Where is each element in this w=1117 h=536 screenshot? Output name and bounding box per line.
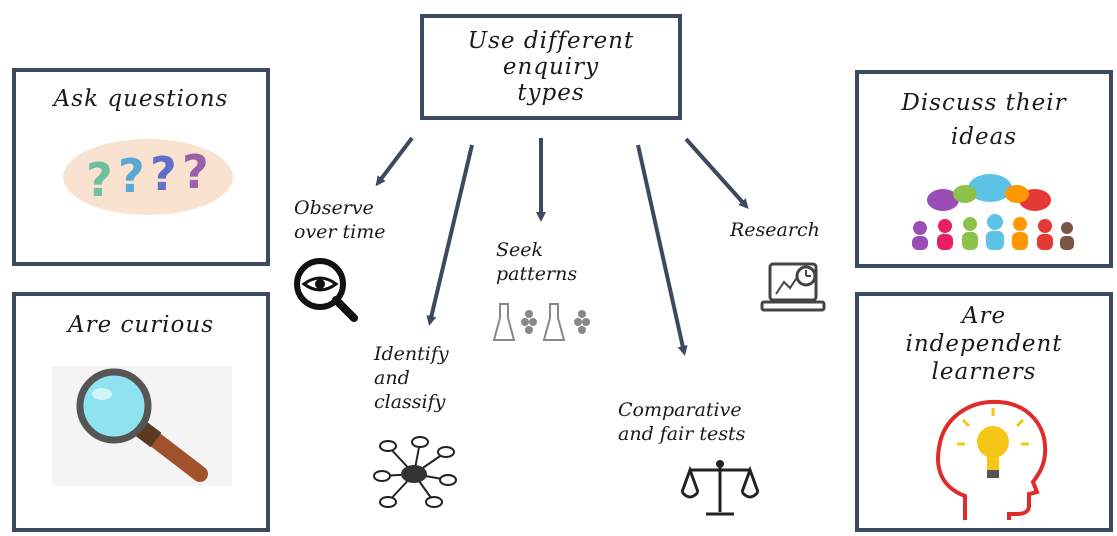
observe-over-time-label: Observe over time [294, 197, 386, 243]
balance-scale-icon [680, 460, 760, 516]
svg-text:?: ? [182, 145, 209, 199]
arrow-to-identify [426, 144, 474, 326]
independent-learners-label: Are independent learners [905, 303, 1063, 385]
svg-text:?: ? [118, 149, 145, 203]
laptop-research-icon [760, 262, 826, 312]
arrow-to-observe [375, 136, 414, 187]
center-box: Use different enquiry types [420, 14, 682, 120]
question-marks-icon: ? ? ? ? [63, 139, 233, 215]
research-label: Research [730, 219, 820, 241]
magnifying-glass-icon [52, 366, 232, 486]
lightbulb-head-icon [936, 399, 1048, 520]
svg-text:?: ? [86, 153, 113, 207]
comparative-fair-tests-label: Comparative and fair tests [618, 399, 746, 445]
arrow-to-comparative [636, 144, 688, 356]
seek-patterns-label: Seek patterns [496, 239, 578, 285]
ask-questions-label: Ask questions [53, 86, 229, 112]
eye-magnifier-icon [294, 258, 358, 322]
independent-learners-box: Are independent learners [855, 292, 1113, 532]
ask-questions-box: Ask questions ? ? ? ? [12, 68, 270, 266]
center-title: Use different enquiry types [467, 28, 635, 106]
arrow-to-research [684, 137, 749, 209]
flasks-icon [492, 303, 590, 341]
identify-and-classify-label: Identify and classify [374, 343, 449, 413]
discuss-ideas-box: Discuss their ideas [855, 70, 1113, 268]
people-discussion-icon [912, 174, 1074, 250]
discuss-ideas-label: Discuss their ideas [901, 90, 1067, 150]
classification-web-icon [373, 436, 457, 508]
svg-text:?: ? [150, 147, 177, 201]
are-curious-box: Are curious [12, 292, 270, 532]
are-curious-label: Are curious [67, 312, 215, 338]
